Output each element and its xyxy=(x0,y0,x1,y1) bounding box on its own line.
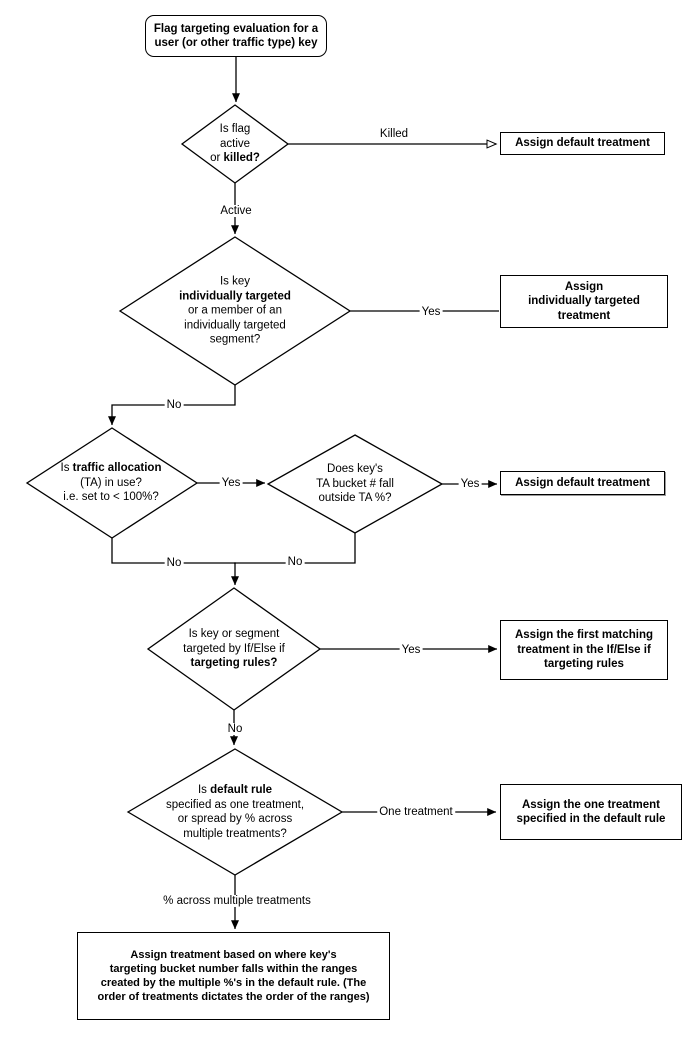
decision-individually-targeted xyxy=(118,236,352,386)
outcome-assign-individually-targeted-treatment: Assign individually targeted treatment xyxy=(500,275,668,328)
edge-label-yes-traffic-allocation: Yes xyxy=(219,477,243,489)
text-line: targeting bucket number falls within the… xyxy=(109,963,358,975)
text-line: order of treatments dictates the order o… xyxy=(97,991,370,1003)
text-line: active xyxy=(219,137,251,150)
text-segment: Is xyxy=(197,783,211,796)
outcome-assign-default-treatment-killed: Assign default treatment xyxy=(500,132,665,155)
text-segment-bold: individually targeted xyxy=(179,290,291,303)
text-line: or a member of an xyxy=(188,304,282,317)
edge-label-no-traffic-allocation: No xyxy=(164,557,184,569)
start-node-label: Flag targeting evaluation for a user (or… xyxy=(154,22,318,51)
text-line: or killed? xyxy=(210,151,260,166)
text-line: Assign xyxy=(564,280,604,293)
text-line: specified in the default rule xyxy=(516,813,666,825)
decision-targeting-rules-label: Is key or segment targeted by If/Else if… xyxy=(183,627,285,671)
outcome-label: Assign treatment based on where key's ta… xyxy=(98,948,370,1004)
text-line: Does key's xyxy=(327,463,383,476)
edge-label-one-treatment: One treatment xyxy=(377,806,455,818)
text-line: treatment xyxy=(557,309,611,322)
decision-flag-active-or-killed-label: Is flag active or killed? xyxy=(210,122,260,166)
decision-default-rule-label: Is default rule specified as one treatme… xyxy=(166,783,304,841)
edge-label-yes-individually-targeted: Yes xyxy=(419,306,443,318)
decision-default-rule xyxy=(126,748,344,876)
text-line: Is key xyxy=(219,275,251,288)
edge-label-yes-targeting-rules: Yes xyxy=(399,644,423,656)
text-line: outside TA %? xyxy=(318,492,392,505)
text-line: individually targeted xyxy=(179,289,291,304)
outcome-label: Assign the first matching treatment in t… xyxy=(515,628,653,672)
text-line: segment? xyxy=(209,333,261,346)
decision-individually-targeted-label: Is key individually targeted or a member… xyxy=(179,275,291,348)
edge-label-yes-outside-ta: Yes xyxy=(458,478,482,490)
edge-label-pct-across-treatments: % across multiple treatments xyxy=(161,895,313,907)
text-line: created by the multiple %'s in the defau… xyxy=(100,977,367,989)
text-line: Assign default treatment xyxy=(515,137,650,150)
text-line: targeting rules xyxy=(544,658,624,671)
outcome-label: Assign the one treatment specified in th… xyxy=(517,798,666,827)
outcome-label: Assign individually targeted treatment xyxy=(528,280,640,324)
decision-ta-bucket-outside xyxy=(266,434,444,534)
edge-label-no-targeting-rules: No xyxy=(225,723,245,735)
edge-label-active: Active xyxy=(218,205,254,217)
outcome-assign-treatment-by-ranges: Assign treatment based on where key's ta… xyxy=(77,932,390,1020)
text-line: individually targeted xyxy=(528,295,640,308)
text-line: specified as one treatment, xyxy=(165,798,305,811)
text-line: Is flag xyxy=(219,123,251,136)
start-node: Flag targeting evaluation for a user (or… xyxy=(145,15,327,57)
text-line: Assign default treatment xyxy=(515,476,650,489)
text-line: Assign the one treatment xyxy=(521,798,660,811)
edge-label-killed: Killed xyxy=(377,128,411,140)
edge-no-from-ta-bucket xyxy=(234,533,356,564)
decision-flag-active-or-killed xyxy=(180,104,290,184)
text-segment-bold: default rule xyxy=(210,783,273,796)
text-segment-bold: traffic allocation xyxy=(72,462,162,475)
text-segment: Is xyxy=(60,462,73,475)
text-line: TA bucket # fall xyxy=(316,477,394,490)
text-line: targeting rules? xyxy=(183,656,285,671)
text-line: or spread by % across xyxy=(177,813,293,825)
decision-traffic-allocation-label: Is traffic allocation (TA) in use? i.e. … xyxy=(61,461,162,505)
text-line: Is default rule xyxy=(166,783,304,798)
outcome-assign-default-treatment-ta: Assign default treatment xyxy=(500,471,665,495)
outcome-assign-first-matching-treatment: Assign the first matching treatment in t… xyxy=(500,620,668,680)
text-line: Assign treatment based on where key's xyxy=(130,949,337,961)
decision-targeting-rules xyxy=(146,587,322,711)
edge-no-from-traffic-allocation xyxy=(111,538,236,564)
text-line: user (or other traffic type) key xyxy=(154,37,318,49)
edge-label-no-ta-bucket: No xyxy=(285,556,305,568)
text-line: (TA) in use? xyxy=(80,476,142,489)
text-line: targeted by If/Else if xyxy=(183,642,285,655)
text-line: Is traffic allocation xyxy=(61,461,162,476)
edge-label-no-individually-targeted: No xyxy=(164,399,184,411)
decision-ta-bucket-outside-label: Does key's TA bucket # fall outside TA %… xyxy=(316,462,394,506)
text-line: individually targeted xyxy=(184,319,286,332)
outcome-assign-one-treatment: Assign the one treatment specified in th… xyxy=(500,784,682,840)
text-segment-bold: killed? xyxy=(223,152,260,165)
text-segment: or xyxy=(210,152,224,165)
text-line: Is key or segment xyxy=(188,628,280,641)
decision-traffic-allocation-in-use xyxy=(25,427,199,539)
text-line: Flag targeting evaluation for a xyxy=(153,22,319,35)
text-line: Assign the first matching xyxy=(514,629,654,642)
text-line: multiple treatments? xyxy=(183,827,287,840)
text-line: treatment in the If/Else if xyxy=(517,643,651,656)
text-segment-bold: targeting rules? xyxy=(190,657,278,670)
text-line: i.e. set to < 100%? xyxy=(63,491,159,504)
